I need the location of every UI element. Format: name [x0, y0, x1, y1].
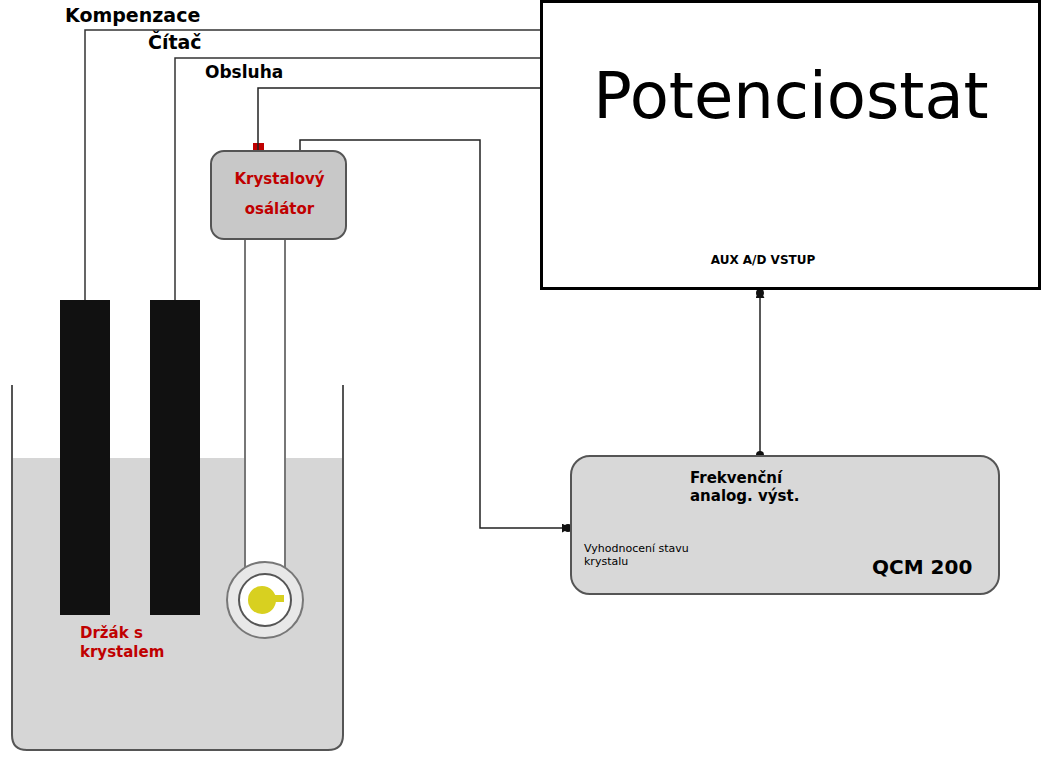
oscillator-box: Krystalový osálátor — [210, 150, 347, 240]
signal-wire — [759, 290, 761, 455]
compensation-wire — [85, 30, 540, 302]
qcm-box: Frekvenční analog. výst. Vyhodnocení stav… — [570, 455, 1000, 595]
compensation-electrode — [60, 300, 110, 615]
wire-label: Čítač — [148, 31, 202, 54]
crystal-ring — [239, 574, 291, 626]
input-label: AUX A/D VSTUP — [693, 253, 833, 267]
connector-group — [760, 290, 761, 455]
counter-electrode — [150, 300, 200, 615]
device-title: Potenciostat — [543, 58, 1039, 135]
crystal-tab — [262, 595, 284, 602]
counter-wire — [175, 58, 540, 302]
output-label: Frekvenční analog. výst. — [690, 469, 820, 505]
wire-label: Obsluha — [205, 62, 283, 82]
wire-label: Kompenzace — [65, 4, 200, 27]
holder-stick — [245, 238, 285, 568]
input-label: Vyhodnocení stavu krystalu — [584, 542, 714, 568]
part-label: Držák s krystalem — [80, 624, 164, 662]
device-title: QCM 200 — [872, 555, 992, 579]
potentiostat-box: PotenciostatAUX A/D VSTUP — [540, 0, 1041, 290]
holder-head — [227, 562, 303, 638]
oscillator-label: Krystalový osálátor — [220, 164, 339, 224]
input-dot — [756, 289, 764, 297]
